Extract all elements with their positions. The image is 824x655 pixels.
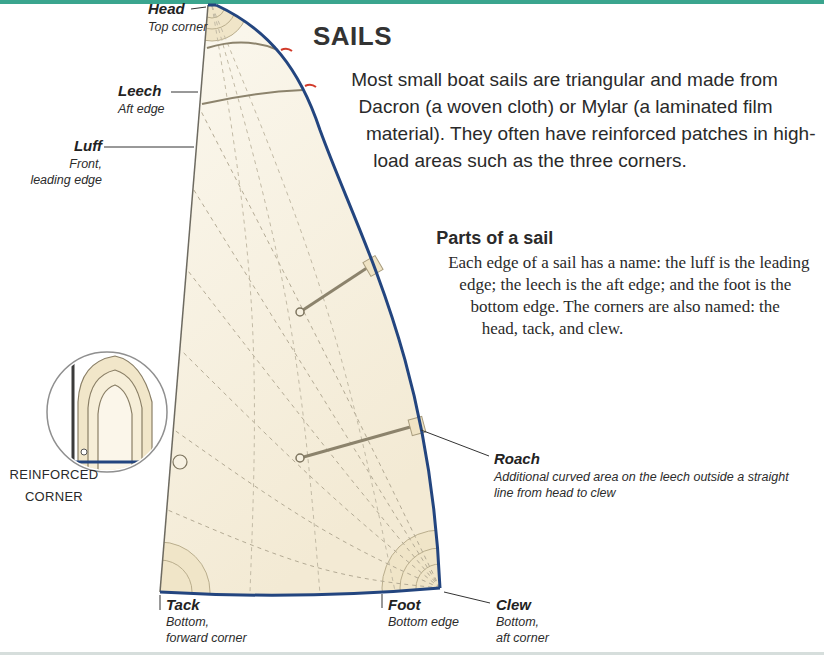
seam-line bbox=[207, 42, 278, 50]
batten bbox=[300, 262, 376, 312]
head-board bbox=[208, 4, 216, 7]
sail-detail bbox=[78, 356, 152, 472]
sail-detail bbox=[70, 461, 170, 464]
sail-detail bbox=[104, 147, 194, 148]
seam-line bbox=[181, 350, 440, 588]
part-name: Tack bbox=[166, 596, 200, 614]
batten-end bbox=[296, 308, 304, 316]
luff-edge bbox=[160, 5, 208, 592]
callout-label: REINFORCED CORNER bbox=[4, 464, 104, 508]
title: SAILS bbox=[313, 20, 392, 52]
part-name: Foot bbox=[388, 596, 420, 614]
telltale bbox=[305, 85, 316, 87]
part-name: Head bbox=[148, 0, 185, 18]
seam-line bbox=[187, 270, 440, 588]
sail-detail bbox=[421, 430, 489, 456]
sail-detail bbox=[382, 594, 383, 608]
part-description: Aft edge bbox=[118, 101, 165, 117]
part-name: Luff bbox=[65, 137, 102, 155]
telltale bbox=[281, 49, 292, 51]
leech-edge bbox=[216, 5, 440, 588]
sail-detail bbox=[88, 370, 142, 472]
seam-line bbox=[212, 6, 320, 594]
part-description: Front, leading edge bbox=[30, 156, 102, 188]
part-description: Bottom, forward corner bbox=[166, 614, 248, 646]
part-description: Additional curved area on the leech outs… bbox=[494, 469, 794, 501]
sail-detail bbox=[98, 385, 132, 472]
part-description: Bottom, aft corner bbox=[496, 614, 554, 646]
foot-edge bbox=[160, 588, 440, 595]
batten bbox=[300, 424, 421, 458]
sail-detail bbox=[191, 7, 206, 9]
sail-detail bbox=[72, 350, 75, 472]
batten-end bbox=[296, 454, 304, 462]
seam-line bbox=[200, 110, 440, 588]
part-description: Bottom edge bbox=[388, 614, 508, 630]
cringle bbox=[173, 455, 187, 469]
sail-detail bbox=[70, 350, 170, 472]
section-heading: Parts of a sail bbox=[420, 226, 816, 250]
part-description: Top corner bbox=[148, 19, 207, 35]
text-panel: Parts of a sailEach edge of a sail has a… bbox=[420, 226, 816, 376]
sail-detail bbox=[47, 352, 167, 472]
top-bar bbox=[0, 0, 824, 4]
seam-line bbox=[212, 6, 395, 591]
seam-line bbox=[168, 510, 440, 588]
sail-cloth bbox=[160, 5, 440, 595]
body-text: Each edge of a sail has a name: the luff… bbox=[420, 252, 816, 340]
zoom-detail bbox=[47, 350, 170, 472]
part-name: Roach bbox=[494, 450, 540, 468]
bottom-rule bbox=[0, 652, 824, 655]
part-name: Leech bbox=[118, 82, 161, 100]
intro-text: Most small boat sails are triangular and… bbox=[298, 66, 816, 174]
sail-detail bbox=[81, 449, 87, 455]
sail-detail bbox=[168, 6, 440, 594]
seam-line bbox=[202, 90, 303, 104]
sail-detail bbox=[444, 592, 490, 603]
sail-detail bbox=[160, 595, 161, 610]
text-panel: Most small boat sails are triangular and… bbox=[298, 66, 816, 236]
seam-line bbox=[194, 190, 440, 588]
part-name: Clew bbox=[496, 596, 531, 614]
seam-line bbox=[212, 6, 254, 592]
sail-detail bbox=[171, 92, 198, 93]
